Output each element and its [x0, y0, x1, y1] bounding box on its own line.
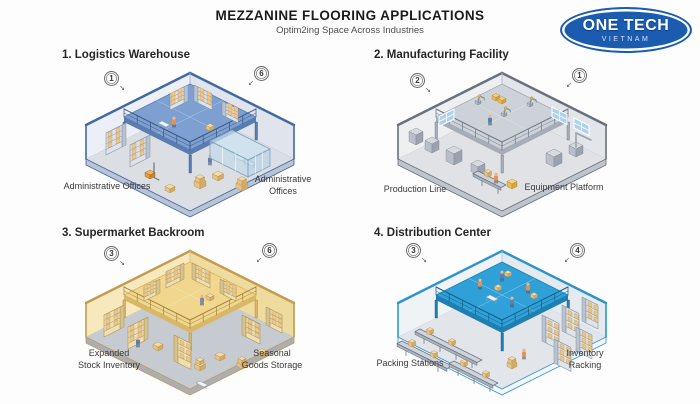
caption: Seasonal Goods Storage [224, 348, 320, 371]
arrow-icon: ↙ [248, 79, 254, 87]
caption: Inventory Racking [540, 348, 630, 371]
marker-badge: 1↙ [572, 68, 587, 83]
section-manufacturing-facility: 2. Manufacturing Facility 2↘ 1↙ Producti… [352, 48, 652, 226]
marker-badge: 3↘ [406, 243, 421, 258]
arrow-icon: ↘ [119, 84, 125, 92]
marker-badge: 6↙ [262, 243, 277, 258]
section-title: 2. Manufacturing Facility [374, 49, 509, 61]
marker-badge: 3↘ [104, 246, 119, 261]
section-supermarket-backroom: 3. Supermarket Backroom 3↘ 6↙ Expanded S… [40, 226, 340, 404]
logo-name: ONE TECH [583, 18, 670, 34]
marker-badge: 2↘ [410, 73, 425, 88]
manufacturing-facility-illustration [362, 61, 642, 225]
arrow-icon: ↘ [425, 86, 431, 94]
arrow-icon: ↙ [256, 256, 262, 264]
section-distribution-center: 4. Distribution Center 3↘ 4↙ Packing Sta… [352, 226, 652, 404]
section-title: 1. Logistics Warehouse [62, 49, 190, 61]
arrow-icon: ↙ [566, 81, 572, 89]
caption: Expanded Stock Inventory [60, 348, 158, 371]
caption: Packing Stations [364, 358, 456, 370]
brand-logo: ONE TECH VIETNAM [560, 7, 692, 53]
arrow-icon: ↘ [119, 259, 125, 267]
arrow-icon: ↘ [421, 256, 427, 264]
section-title: 4. Distribution Center [374, 227, 491, 239]
marker-badge: 6↙ [254, 66, 269, 81]
section-logistics-warehouse: 1. Logistics Warehouse 1↘ 6↙ Administrat… [40, 48, 340, 226]
caption: Administrative Offices [56, 181, 158, 193]
logistics-warehouse-illustration [50, 61, 330, 225]
distribution-center-illustration [362, 239, 642, 403]
section-title: 3. Supermarket Backroom [62, 227, 205, 239]
arrow-icon: ↙ [564, 256, 570, 264]
logo-country: VIETNAM [602, 36, 651, 43]
supermarket-backroom-illustration [50, 239, 330, 403]
caption: Administrative Offices [238, 174, 328, 197]
marker-badge: 4↙ [570, 243, 585, 258]
caption: Equipment Platform [516, 182, 612, 194]
marker-badge: 1↘ [104, 71, 119, 86]
caption: Production Line [370, 184, 460, 196]
